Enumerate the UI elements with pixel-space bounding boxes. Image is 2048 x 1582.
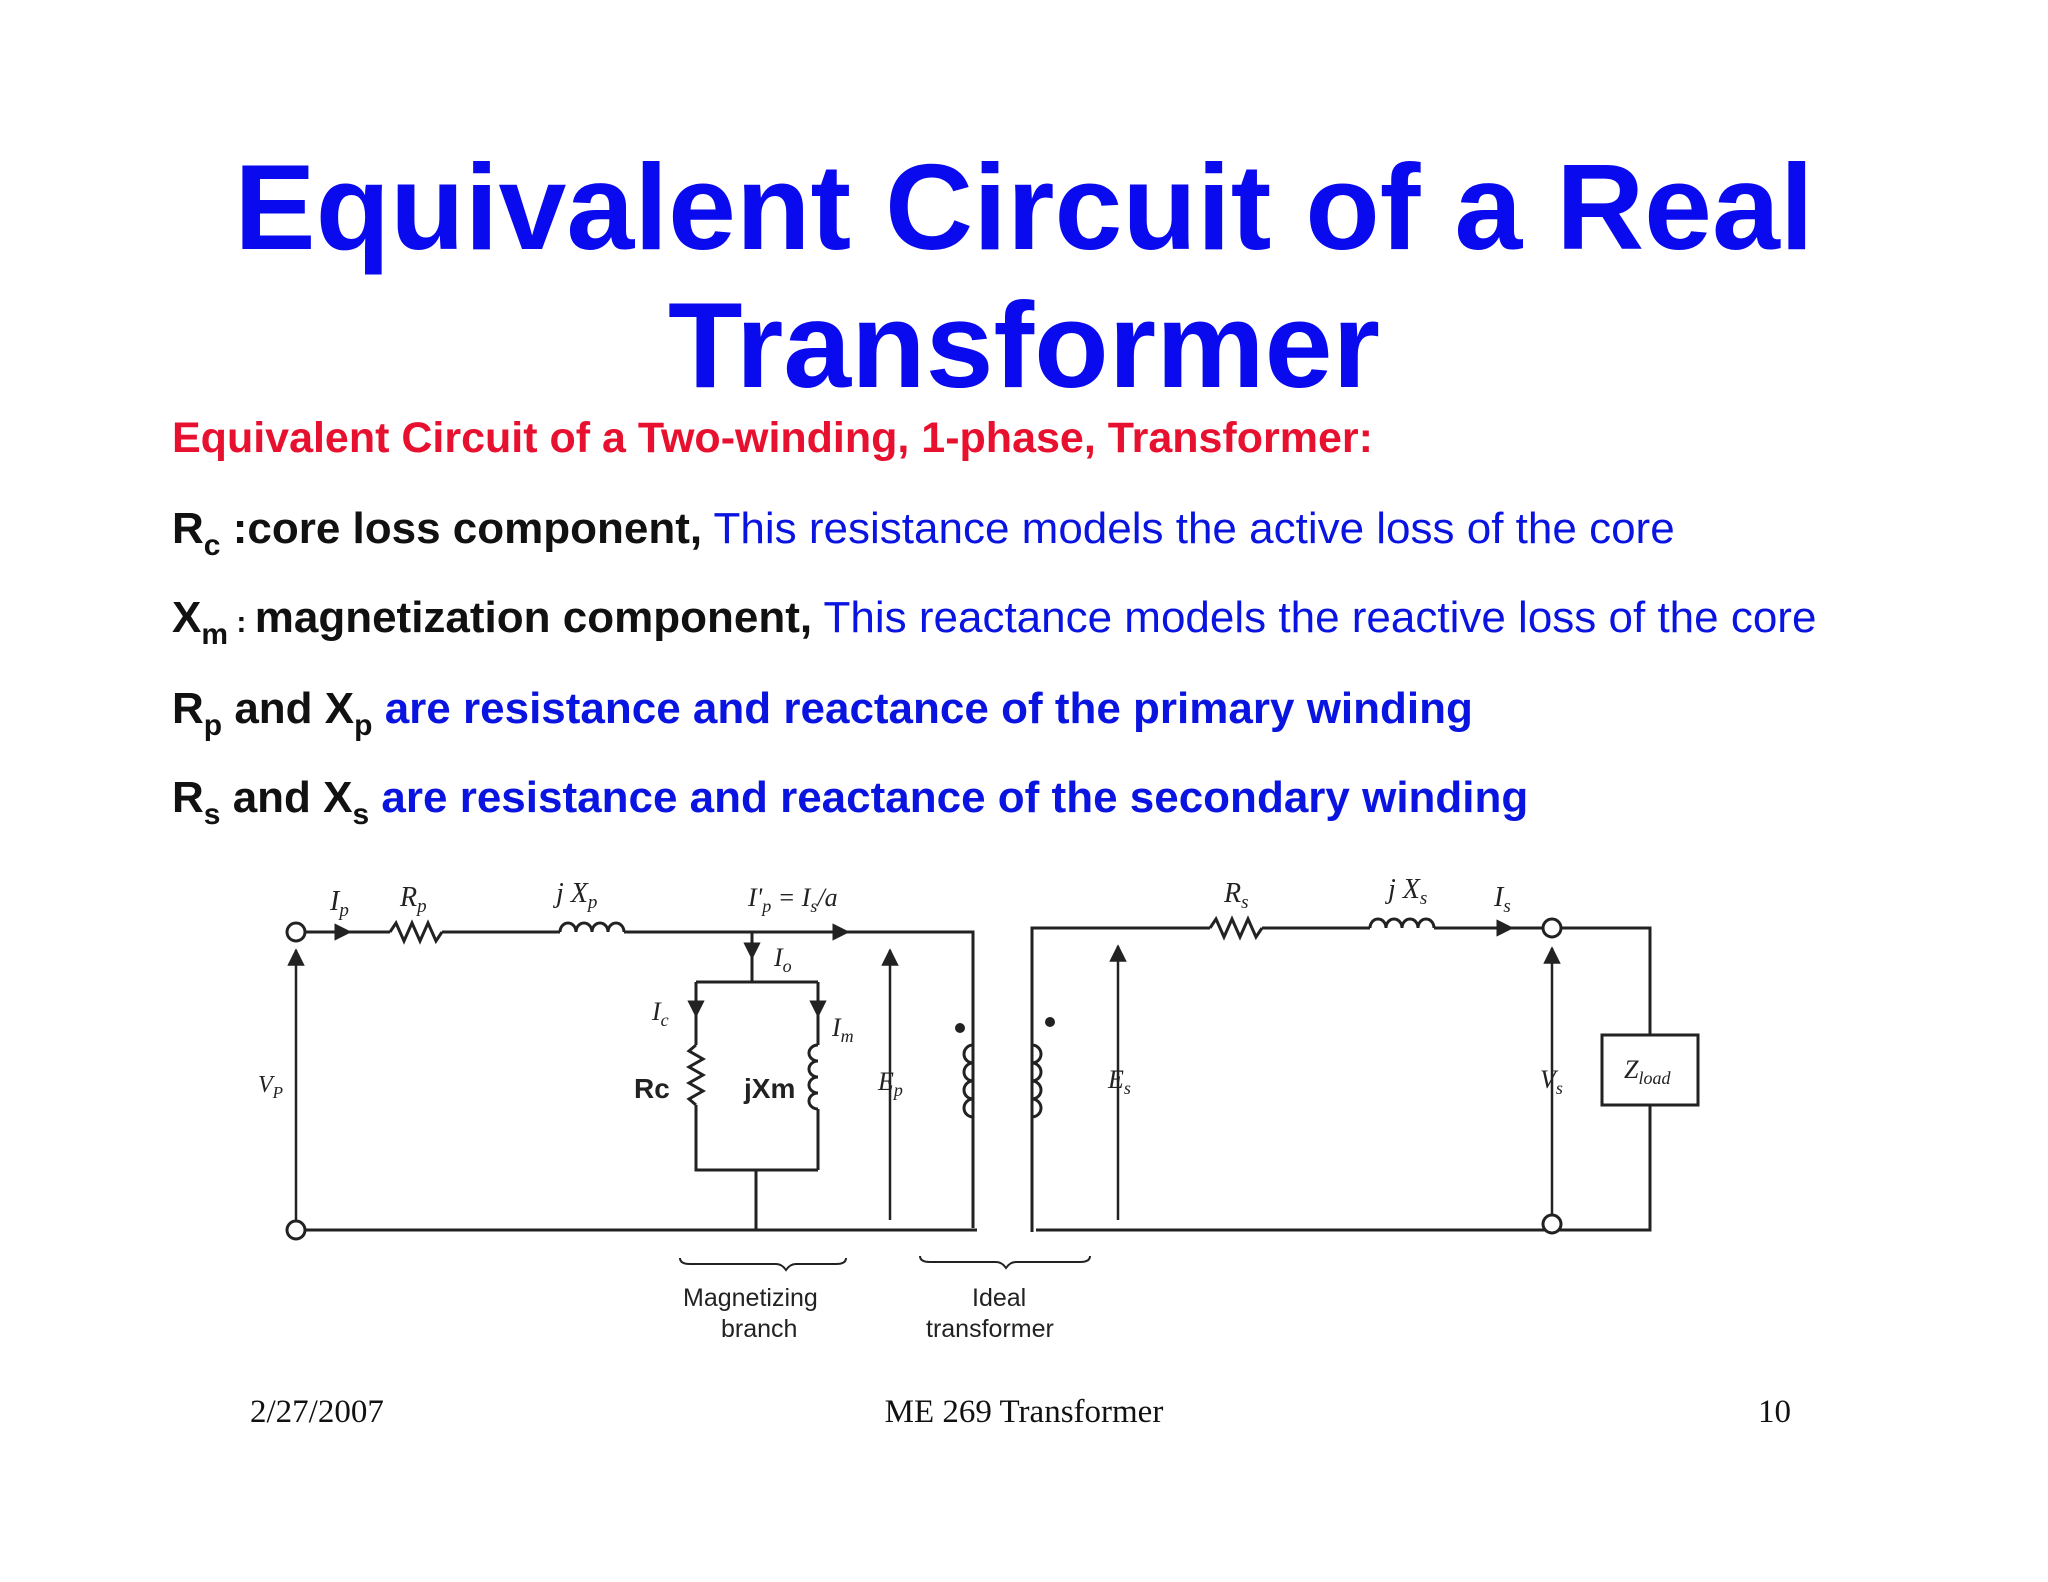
- jxs-label: j Xs: [1385, 874, 1427, 909]
- rc-branch-left-lower: [694, 1105, 818, 1172]
- primary-wire-3: [624, 930, 975, 1228]
- definition-xm: Xm : magnetization component, This react…: [172, 591, 1816, 650]
- jxp-label: j Xp: [553, 878, 597, 913]
- is-label: Is: [1493, 882, 1511, 917]
- ideal-brace: [919, 1255, 1091, 1270]
- rc-separator: :: [220, 504, 248, 553]
- primary-bottom-terminal: [285, 1219, 307, 1241]
- rs-resistor: [1208, 915, 1264, 941]
- jxm-label: jXm: [743, 1073, 795, 1104]
- rp-resistor: [388, 919, 444, 945]
- rc-resistor: [685, 1043, 707, 1107]
- xs-symbol: X: [323, 773, 353, 822]
- title-line-1: Equivalent Circuit of a Real: [234, 139, 1814, 275]
- ip-prime-label: I'p = Is/a: [747, 883, 838, 916]
- definition-rp-xp: Rp and Xp are resistance and reactance o…: [172, 682, 1473, 741]
- im-label: Im: [831, 1013, 854, 1046]
- primary-top-terminal: [285, 921, 307, 943]
- magnetizing-brace: [679, 1257, 847, 1272]
- rp-label: Rp: [399, 882, 427, 917]
- rc-description: This resistance models the active loss o…: [702, 504, 1675, 553]
- footer-course: ME 269 Transformer: [884, 1394, 1164, 1430]
- title-line-2: Transformer: [668, 277, 1380, 413]
- slide-title: Equivalent Circuit of a Real Transformer: [0, 138, 2048, 414]
- rp-and: and: [222, 684, 325, 733]
- io-label: Io: [773, 943, 792, 976]
- xp-subscript: p: [354, 709, 373, 742]
- xm-term: magnetization component,: [254, 593, 813, 642]
- primary-polarity-dot: [955, 1023, 965, 1033]
- zload-box: [1600, 1033, 1700, 1107]
- rc-term: core loss component,: [247, 504, 703, 553]
- magnetizing-branch-label-2: branch: [721, 1315, 797, 1343]
- definition-rc: Rc :core loss component, This resistance…: [172, 502, 1675, 561]
- ideal-transformer-label-2: transformer: [926, 1315, 1054, 1343]
- jxp-inductor: [558, 921, 626, 933]
- ip-label: Ip: [329, 886, 349, 921]
- load-wire-lower: [1552, 1105, 1652, 1232]
- xs-subscript: s: [352, 798, 370, 831]
- ic-label: Ic: [651, 997, 669, 1030]
- secondary-top-terminal: [1541, 917, 1563, 939]
- rc-subscript: c: [203, 529, 221, 562]
- jxs-inductor: [1368, 917, 1436, 929]
- rp-symbol: R: [172, 684, 204, 733]
- vp-label: VP: [258, 1072, 283, 1102]
- es-label: Es: [1107, 1065, 1131, 1098]
- ideal-transformer-label-1: Ideal: [972, 1284, 1026, 1312]
- xm-symbol: X: [172, 593, 202, 642]
- xm-separator: :: [228, 606, 255, 639]
- zload-label: Zload: [1624, 1055, 1671, 1088]
- secondary-polarity-dot: [1045, 1017, 1055, 1027]
- rs-and: and: [220, 773, 324, 822]
- vs-label: Vs: [1540, 1065, 1563, 1098]
- primary-coil: [962, 1043, 974, 1119]
- rs-subscript: s: [203, 798, 221, 831]
- magnetizing-branch-label-1: Magnetizing: [683, 1284, 818, 1312]
- load-wire: [1552, 926, 1652, 1035]
- rs-xs-description: are resistance and reactance of the seco…: [369, 773, 1529, 822]
- xp-symbol: X: [324, 684, 355, 733]
- jxm-inductor: [807, 1043, 819, 1111]
- definition-rs-xs: Rs and Xs are resistance and reactance o…: [172, 771, 1529, 830]
- xm-description: This reactance models the reactive loss …: [812, 593, 1817, 642]
- rc-label: Rc: [634, 1073, 670, 1104]
- rp-xp-description: are resistance and reactance of the prim…: [372, 684, 1473, 733]
- rc-symbol: R: [172, 504, 204, 553]
- rp-subscript: p: [203, 709, 223, 742]
- equivalent-circuit-diagram: Ip Rp j Xp I'p = Is/a Io Ic Im Rc jXm VP…: [258, 874, 1700, 1343]
- ep-label: Ep: [877, 1067, 903, 1100]
- footer-page-number: 10: [1758, 1394, 1791, 1430]
- secondary-wire-1: [1030, 926, 1210, 1232]
- secondary-bottom-terminal: [1541, 1213, 1563, 1235]
- slide-subtitle: Equivalent Circuit of a Two-winding, 1-p…: [172, 414, 1373, 462]
- rs-label: Rs: [1223, 878, 1249, 913]
- rs-symbol: R: [172, 773, 204, 822]
- xm-subscript: m: [201, 618, 229, 651]
- footer-date: 2/27/2007: [250, 1394, 384, 1430]
